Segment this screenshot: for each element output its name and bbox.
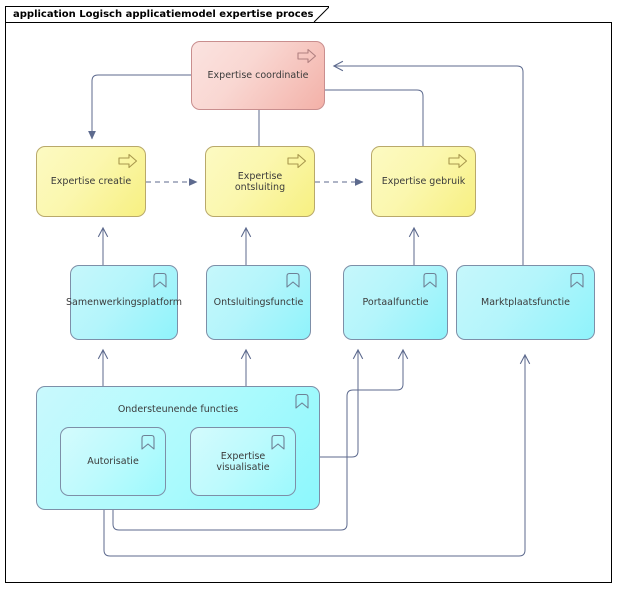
- link-visualisatie-portaalfunctie: [296, 348, 364, 458]
- node-label: Ondersteunende functies: [117, 404, 239, 415]
- node-label: Portaalfunctie: [362, 297, 429, 308]
- node-label: Expertise gebruik: [381, 176, 466, 187]
- link-coordinatie-creatie: [88, 74, 191, 140]
- node-label: Autorisatie: [87, 456, 139, 467]
- function-arrow-icon: [295, 393, 309, 409]
- view-title-tab[interactable]: application Logisch applicatiemodel expe…: [5, 6, 329, 23]
- function-arrow-icon: [570, 272, 584, 288]
- node-label: Expertise ontsluiting: [234, 170, 286, 193]
- view-title-label: application Logisch applicatiemodel expe…: [13, 8, 314, 20]
- function-arrow-icon: [153, 272, 167, 288]
- node-expertise-ontsluiting[interactable]: Expertise ontsluiting: [205, 146, 315, 217]
- node-samenwerkingsplatform[interactable]: Samenwerkingsplatform: [66, 265, 182, 340]
- node-autorisatie[interactable]: Autorisatie: [60, 427, 166, 496]
- node-marktplaatsfunctie[interactable]: Marktplaatsfunctie: [456, 265, 595, 340]
- node-label: Marktplaatsfunctie: [481, 297, 570, 308]
- function-arrow-icon: [423, 272, 437, 288]
- link-coordinatie-gebruik: [325, 89, 424, 146]
- node-ontsluitingsfunctie[interactable]: Ontsluitingsfunctie: [206, 265, 311, 340]
- node-expertise-visualisatie[interactable]: Expertise visualisatie: [190, 427, 296, 496]
- process-arrow-icon: [297, 48, 317, 64]
- process-arrow-icon: [118, 153, 138, 169]
- link-marktplaatsfunctie-coordinatie: [332, 60, 524, 265]
- process-arrow-icon: [287, 153, 307, 169]
- node-label: Ontsluitingsfunctie: [213, 297, 304, 308]
- node-expertise-coordinatie[interactable]: Expertise coordinatie: [191, 41, 325, 110]
- node-expertise-gebruik[interactable]: Expertise gebruik: [371, 146, 476, 217]
- node-portaalfunctie[interactable]: Portaalfunctie: [343, 265, 448, 340]
- node-label: Samenwerkingsplatform: [66, 297, 182, 308]
- node-label: Expertise creatie: [50, 176, 132, 187]
- function-arrow-icon: [286, 272, 300, 288]
- node-expertise-creatie[interactable]: Expertise creatie: [36, 146, 146, 217]
- node-label: Expertise visualisatie: [216, 450, 270, 473]
- link-ondersteunende-marktplaatsfunctie: [103, 353, 531, 557]
- function-arrow-icon: [141, 434, 155, 450]
- process-arrow-icon: [448, 153, 468, 169]
- function-arrow-icon: [271, 434, 285, 450]
- node-label: Expertise coordinatie: [207, 70, 309, 81]
- link-autorisatie-portaalfunctie: [112, 348, 409, 531]
